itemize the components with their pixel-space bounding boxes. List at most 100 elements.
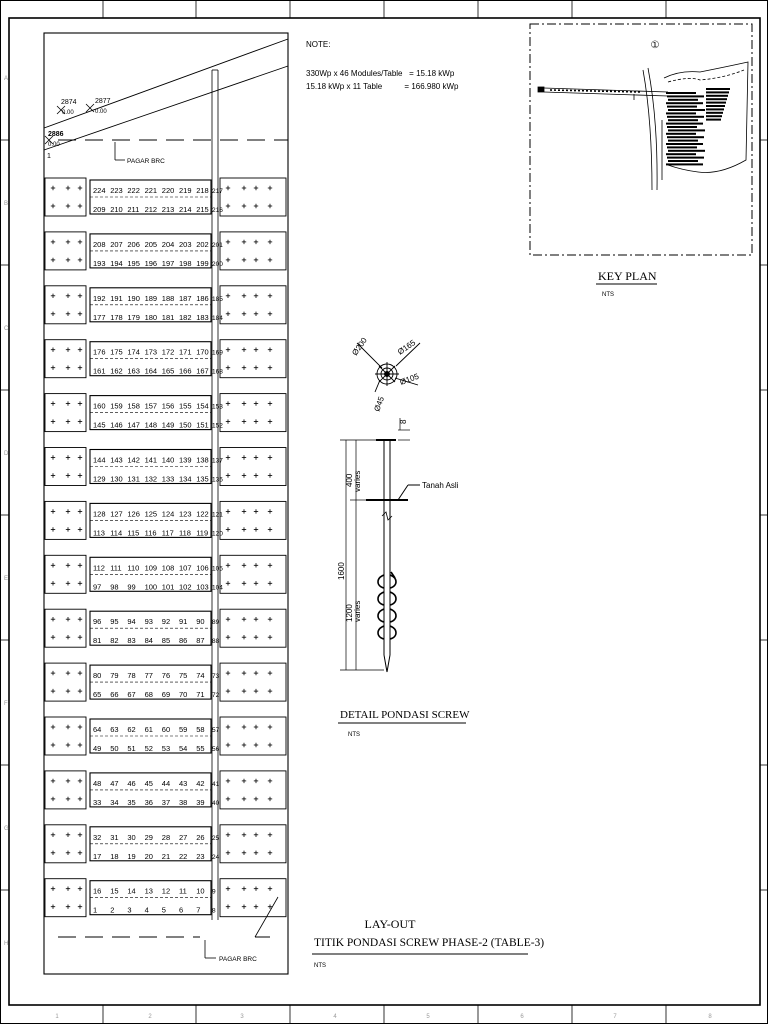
point-number: 17 — [93, 852, 101, 861]
point-number: 119 — [196, 528, 208, 537]
point-number: 193 — [93, 259, 106, 268]
point-number: 213 — [162, 205, 175, 214]
point-number: 183 — [196, 313, 209, 322]
point-number: 187 — [179, 294, 192, 303]
frame-column-label: 4 — [333, 1014, 337, 1020]
point-number: 6 — [179, 906, 183, 915]
point-number: 20 — [145, 852, 153, 861]
point-number: 157 — [145, 402, 158, 411]
title-scale: NTS — [314, 963, 326, 969]
key-plan-row — [666, 92, 696, 94]
module-block-left — [44, 608, 87, 648]
point-number: 1 — [93, 906, 97, 915]
point-number: 111 — [110, 563, 121, 572]
point-number: 156 — [162, 402, 175, 411]
fence-label-top: PAGAR BRC — [127, 158, 165, 165]
point-number: 124 — [162, 509, 175, 518]
point-number: 40 — [212, 800, 220, 807]
point-number: 154 — [196, 402, 209, 411]
module-block-left — [44, 447, 87, 486]
point-number: 82 — [110, 636, 118, 645]
point-number: 166 — [179, 367, 192, 376]
point-number: 18 — [110, 852, 118, 861]
key-plan-row — [706, 105, 725, 107]
module-block-right — [219, 231, 287, 271]
point-number: 153 — [212, 404, 223, 411]
point-number: 35 — [127, 798, 135, 807]
point-number: 44 — [162, 779, 170, 788]
screw-top-view — [356, 342, 421, 393]
point-number: 134 — [179, 475, 192, 484]
point-value: 0.00 — [62, 110, 74, 116]
dimension-lines — [340, 418, 410, 671]
point-number: 113 — [93, 528, 105, 537]
module-block-left — [44, 231, 87, 271]
point-number: 59 — [179, 725, 187, 734]
point-number: 95 — [110, 617, 118, 626]
point-number: 224 — [93, 186, 106, 195]
note-line-2: 15.18 kWp x 11 Table = 166.980 kWp — [306, 82, 459, 91]
key-plan-row — [667, 95, 704, 98]
point-number: 148 — [145, 421, 158, 430]
point-number: 3 — [127, 906, 131, 915]
point-number: 135 — [196, 475, 209, 484]
point-number: 23 — [196, 852, 204, 861]
point-number: 70 — [179, 690, 187, 699]
point-number: 102 — [179, 582, 192, 591]
road-line — [43, 38, 289, 129]
point-number: 123 — [179, 509, 192, 518]
point-number: 28 — [162, 833, 170, 842]
point-number: 47 — [110, 779, 118, 788]
module-block-left — [44, 878, 87, 918]
point-number: 147 — [127, 421, 140, 430]
module-block-left — [44, 716, 87, 756]
point-number: 218 — [196, 186, 209, 195]
point-number: 48 — [93, 779, 101, 788]
point-number: 173 — [145, 348, 158, 357]
module-block-left — [44, 662, 87, 702]
point-number: 14 — [127, 887, 135, 896]
point-number: 136 — [212, 477, 223, 484]
point-number: 110 — [127, 563, 139, 572]
point-number: 68 — [145, 690, 153, 699]
point-number: 177 — [93, 313, 106, 322]
key-plan-row — [668, 119, 698, 122]
frame-row-label: G — [4, 826, 9, 832]
point-number: 139 — [179, 456, 192, 465]
point-number: 126 — [127, 509, 140, 518]
key-plan-row — [668, 139, 698, 142]
point-number: 78 — [127, 671, 135, 680]
key-plan-row — [706, 94, 728, 97]
point-number: 201 — [212, 242, 223, 249]
point-number: 149 — [162, 421, 175, 430]
module-block-right — [219, 716, 287, 756]
point-number: 34 — [110, 798, 118, 807]
point-number: 115 — [127, 528, 139, 537]
point-number: 41 — [212, 781, 220, 788]
point-number: 118 — [179, 528, 191, 537]
point-number: 181 — [162, 313, 175, 322]
point-number: 208 — [93, 240, 106, 249]
point-number: 196 — [145, 259, 158, 268]
layout-plan — [43, 32, 289, 975]
key-plan-row — [668, 109, 705, 111]
point-number: 91 — [179, 617, 187, 626]
frame-row-label: B — [4, 201, 8, 207]
module-block-right — [219, 500, 287, 540]
point-number: 84 — [145, 636, 153, 645]
point-number: 31 — [110, 833, 118, 842]
point-number: 5 — [162, 906, 166, 915]
point-number: 36 — [145, 798, 153, 807]
key-plan-row — [666, 112, 696, 115]
module-block-right — [219, 339, 287, 379]
note-line-1: 330Wp x 46 Modules/Table = 15.18 kWp — [306, 69, 455, 78]
dim-1200: 1200 — [345, 604, 354, 622]
dim-d165: Ø165 — [396, 338, 418, 357]
screw-foundation-detail — [340, 342, 421, 673]
